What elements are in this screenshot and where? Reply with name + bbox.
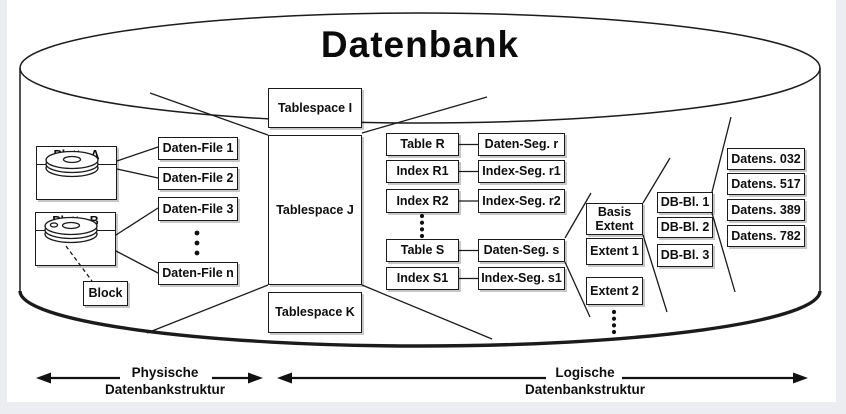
index-s1-label: Index S1 xyxy=(396,271,449,286)
physical-structure-arrow xyxy=(36,372,263,384)
basis-extent-label: Basis Extent xyxy=(595,204,634,233)
disk-b-box: Platte B xyxy=(35,212,116,266)
logical-structure-line2: Datenbankstruktur xyxy=(524,382,646,397)
ellipsis-dots xyxy=(194,213,617,335)
blocks-to-records-fan xyxy=(711,116,736,293)
physical-structure-line1: Physische xyxy=(131,365,199,380)
daten-file-n-label: Daten-File n xyxy=(162,266,234,281)
daten-file-1-box: Daten-File 1 xyxy=(158,137,238,160)
daten-seg-r-box: Daten-Seg. r xyxy=(478,133,565,156)
tablespace-i-label: Tablespace I xyxy=(277,100,353,115)
table-s-box: Table S xyxy=(386,239,459,262)
index-r1-label: Index R1 xyxy=(396,164,449,179)
tablespace-to-tables-fan xyxy=(361,96,493,340)
block-marker-icon xyxy=(49,222,59,228)
daten-file-3-box: Daten-File 3 xyxy=(158,197,238,221)
index-r1-box: Index R1 xyxy=(386,160,459,183)
record-032-box: Datens. 032 xyxy=(727,148,805,170)
segment-to-extents-fan xyxy=(564,192,592,318)
basis-extent-box: Basis Extent xyxy=(586,203,643,235)
record-032-label: Datens. 032 xyxy=(731,151,801,166)
physical-structure-label: Physische Datenbankstruktur xyxy=(85,364,245,398)
record-517-box: Datens. 517 xyxy=(727,173,805,195)
tablespace-i-box: Tablespace I xyxy=(268,88,362,128)
files-to-tablespace-fan xyxy=(146,92,269,334)
db-block-1-box: DB-Bl. 1 xyxy=(657,192,713,213)
db-block-3-label: DB-Bl. 3 xyxy=(660,248,710,263)
logical-structure-line1: Logische xyxy=(555,365,615,380)
daten-file-1-label: Daten-File 1 xyxy=(162,141,234,156)
disk-icon xyxy=(44,216,98,244)
block-box: Block xyxy=(83,281,128,306)
daten-seg-s-label: Daten-Seg. s xyxy=(483,243,560,258)
tablespace-j-box: Tablespace J xyxy=(268,135,362,285)
logical-structure-label: Logische Datenbankstruktur xyxy=(499,364,671,398)
extent-2-label: Extent 2 xyxy=(590,283,639,298)
disk-a-box: Platte A xyxy=(36,146,117,200)
extent-1-label: Extent 1 xyxy=(590,244,639,259)
index-seg-r2-box: Index-Seg. r2 xyxy=(478,189,565,213)
record-517-label: Datens. 517 xyxy=(731,176,801,191)
record-782-label: Datens. 782 xyxy=(731,228,801,243)
record-389-box: Datens. 389 xyxy=(727,199,805,221)
extent-2-box: Extent 2 xyxy=(586,277,643,305)
index-r2-box: Index R2 xyxy=(386,189,459,213)
daten-file-2-box: Daten-File 2 xyxy=(158,167,238,190)
tablespace-j-label: Tablespace J xyxy=(276,202,354,217)
record-389-label: Datens. 389 xyxy=(731,202,801,217)
daten-file-2-label: Daten-File 2 xyxy=(162,171,234,186)
tablespace-k-box: Tablespace K xyxy=(268,292,362,333)
database-cylinder-shape xyxy=(18,12,822,348)
index-r2-label: Index R2 xyxy=(396,193,449,208)
db-block-3-box: DB-Bl. 3 xyxy=(657,244,713,267)
extent-1-box: Extent 1 xyxy=(586,238,643,265)
daten-file-n-box: Daten-File n xyxy=(158,262,238,285)
index-seg-r1-label: Index-Seg. r1 xyxy=(482,164,561,179)
table-r-label: Table R xyxy=(400,137,445,152)
index-seg-r2-label: Index-Seg. r2 xyxy=(482,193,561,208)
record-782-box: Datens. 782 xyxy=(727,225,805,247)
index-seg-s1-box: Index-Seg. s1 xyxy=(478,267,565,290)
daten-file-3-label: Daten-File 3 xyxy=(162,201,234,216)
physical-structure-line2: Datenbankstruktur xyxy=(104,382,226,397)
db-block-1-label: DB-Bl. 1 xyxy=(660,195,710,210)
extents-to-blocks-fan xyxy=(642,157,671,313)
index-seg-s1-label: Index-Seg. s1 xyxy=(481,271,562,286)
diagram-title: Datenbank xyxy=(320,24,520,65)
tablespace-k-label: Tablespace K xyxy=(275,305,355,320)
daten-seg-r-label: Daten-Seg. r xyxy=(484,137,559,152)
logical-structure-arrow xyxy=(277,372,808,384)
daten-seg-s-box: Daten-Seg. s xyxy=(478,239,565,262)
index-s1-box: Index S1 xyxy=(386,267,459,290)
db-block-2-box: DB-Bl. 2 xyxy=(657,217,713,238)
table-r-box: Table R xyxy=(386,133,459,156)
db-block-2-label: DB-Bl. 2 xyxy=(660,220,710,235)
block-label: Block xyxy=(88,286,123,301)
index-seg-r1-box: Index-Seg. r1 xyxy=(478,160,565,183)
disk-icon xyxy=(45,150,99,178)
table-to-segment-connectors xyxy=(459,143,478,280)
platte-to-file-connectors xyxy=(115,146,159,274)
table-s-label: Table S xyxy=(400,243,445,258)
